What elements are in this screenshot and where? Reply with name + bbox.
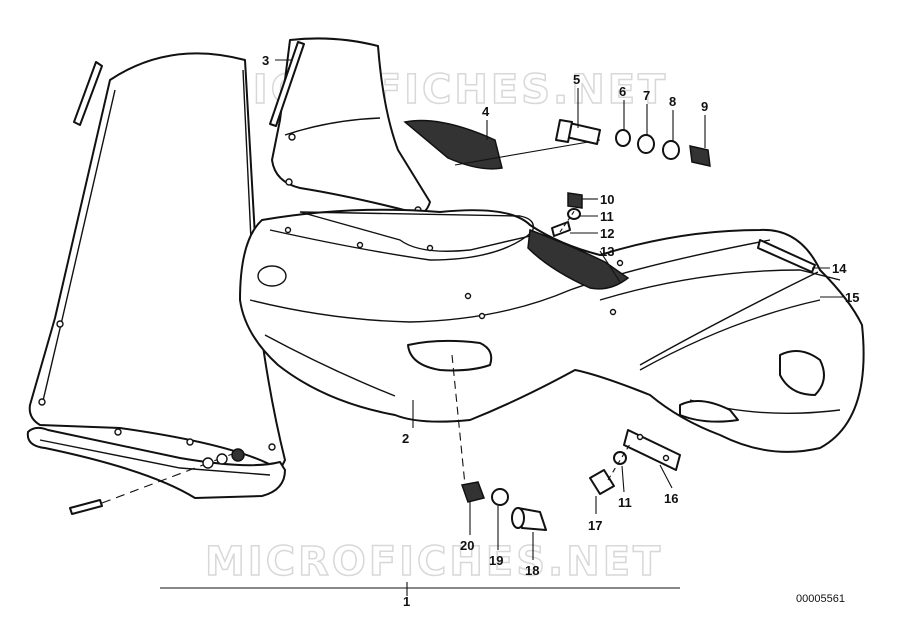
bracket-assembly: [589, 429, 681, 495]
callout-17: 17: [588, 518, 602, 533]
callout-1: 1: [403, 594, 410, 609]
windshield-screw: [69, 448, 245, 515]
windshield-lower-rail: [26, 426, 286, 499]
callout-14: 14: [832, 261, 847, 276]
callout-18: 18: [525, 563, 539, 578]
bolt-assembly: [555, 119, 711, 167]
callout-19: 19: [489, 553, 503, 568]
upper-trim-strip: [269, 41, 305, 127]
callout-3: 3: [262, 53, 269, 68]
callout-5: 5: [573, 72, 580, 87]
callout-20: 20: [460, 538, 474, 553]
callout-4: 4: [482, 104, 490, 119]
document-number: 00005561: [796, 593, 845, 605]
callout-11b: 11: [618, 495, 632, 510]
callout-6: 6: [619, 84, 626, 99]
part-4-line: [454, 139, 601, 166]
callout-13: 13: [600, 244, 614, 259]
windshield: [28, 52, 286, 471]
callout-11a: 11: [600, 209, 614, 224]
callout-9: 9: [701, 99, 708, 114]
windshield-edge-trim: [73, 61, 103, 126]
callout-12: 12: [600, 226, 614, 241]
right-edge-trim: [639, 239, 819, 366]
callout-7: 7: [643, 88, 650, 103]
watermark-bottom: MICROFICHES.NET: [205, 539, 663, 585]
callout-16: 16: [664, 491, 678, 506]
main-fairing: [239, 208, 865, 453]
callout-lines: [275, 59, 843, 560]
callout-10: 10: [600, 192, 614, 207]
small-fasteners-upper: [551, 192, 583, 237]
callout-2: 2: [402, 431, 409, 446]
lower-fasteners: [451, 354, 547, 531]
inner-gasket: [527, 228, 630, 290]
callout-8: 8: [669, 94, 676, 109]
callout-labels: 1 2 3 4 5 6 7 8 9 10 11 12 13 14 15 16 1…: [262, 53, 859, 609]
assembly-line: [160, 582, 680, 596]
callout-15: 15: [845, 290, 859, 305]
